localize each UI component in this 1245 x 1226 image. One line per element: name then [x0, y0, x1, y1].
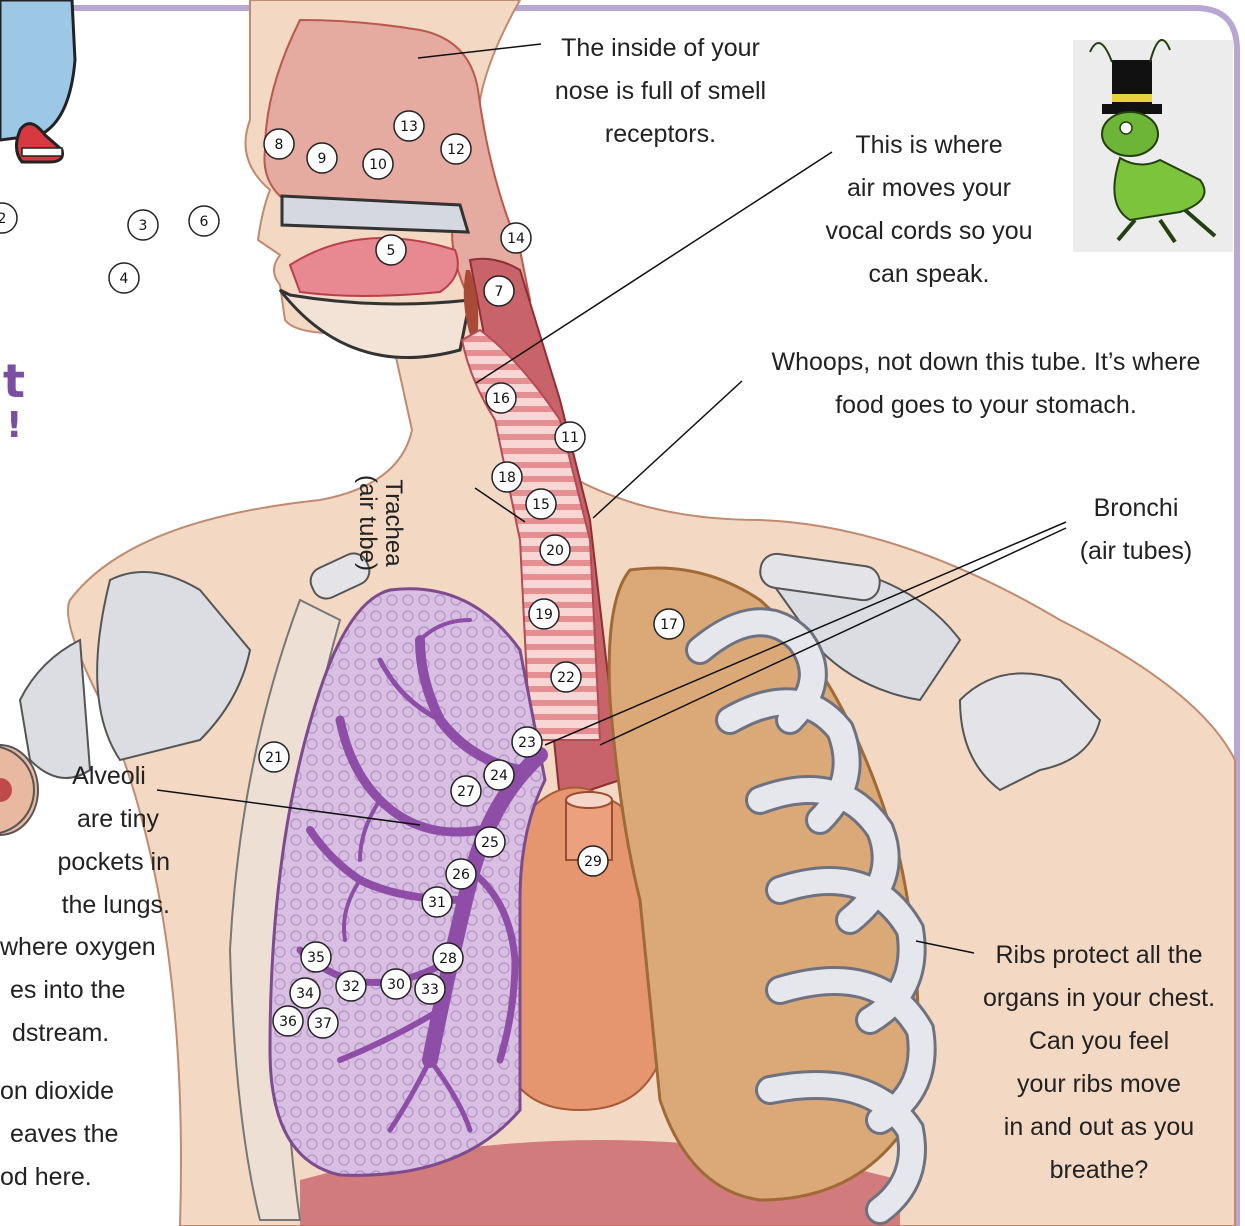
marker-36: 36 [279, 1014, 297, 1030]
marker-16: 16 [492, 391, 510, 407]
marker-12: 12 [447, 142, 465, 158]
marker-11: 11 [561, 430, 579, 446]
marker-5: 5 [387, 243, 396, 259]
marker-26: 26 [452, 867, 470, 883]
cartoon-character [0, 0, 75, 162]
marker-7: 7 [495, 284, 504, 300]
marker-21: 21 [265, 750, 283, 766]
marker-20: 20 [546, 543, 564, 559]
marker-32: 32 [342, 979, 360, 995]
corner-title-fragment: t [3, 358, 25, 404]
marker-23: 23 [518, 735, 536, 751]
marker-24: 24 [490, 768, 508, 784]
marker-27: 27 [457, 784, 475, 800]
marker-8: 8 [275, 137, 284, 153]
trachea-label: Trachea (air tube) [354, 458, 406, 588]
marker-10: 10 [369, 157, 387, 173]
marker-37: 37 [314, 1016, 332, 1032]
marker-15: 15 [532, 497, 550, 513]
nose-caption: The inside of your nose is full of smell… [538, 27, 783, 156]
alveoli-caption: Alveoli are tiny pockets in the lungs. [28, 755, 170, 927]
marker-2: 2 [0, 211, 6, 227]
marker-19: 19 [535, 607, 553, 623]
carbon-dioxide-caption: on dioxide eaves the od here. [0, 1070, 130, 1199]
marker-35: 35 [307, 950, 325, 966]
marker-17: 17 [660, 617, 678, 633]
vocal-cords-caption: This is where air moves your vocal cords… [808, 124, 1050, 296]
oxygen-caption: where oxygen es into the dstream. [0, 926, 170, 1055]
corner-subtitle-fragment: ! [6, 408, 22, 444]
marker-13: 13 [400, 119, 418, 135]
marker-3: 3 [139, 218, 148, 234]
marker-28: 28 [439, 951, 457, 967]
marker-30: 30 [387, 977, 405, 993]
esophagus-caption: Whoops, not down this tube. It’s where f… [736, 341, 1236, 427]
bronchi-caption: Bronchi (air tubes) [1056, 487, 1216, 573]
marker-22: 22 [557, 670, 575, 686]
marker-18: 18 [498, 470, 516, 486]
marker-6: 6 [200, 214, 209, 230]
marker-29: 29 [584, 854, 602, 870]
marker-25: 25 [481, 835, 499, 851]
marker-14: 14 [507, 231, 525, 247]
marker-34: 34 [296, 986, 314, 1002]
marker-33: 33 [421, 982, 439, 998]
marker-31: 31 [428, 895, 446, 911]
marker-9: 9 [318, 151, 327, 167]
cricket-mascot [1073, 40, 1233, 252]
ribs-caption: Ribs protect all the organs in your ches… [963, 934, 1235, 1192]
marker-4: 4 [120, 271, 129, 287]
